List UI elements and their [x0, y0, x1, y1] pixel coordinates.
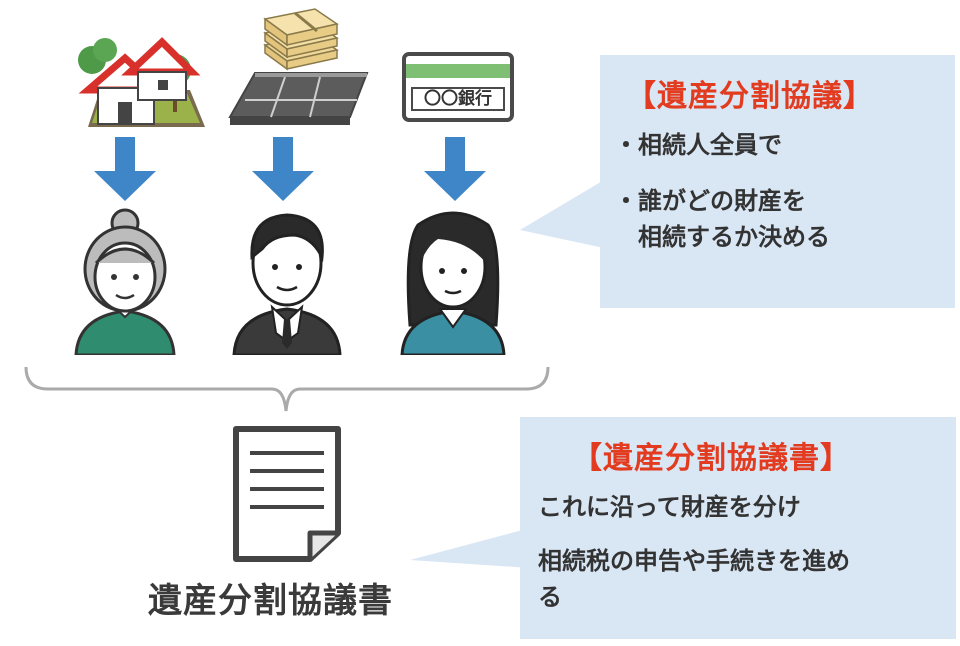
bubble-line: ・誰がどの財産を	[614, 187, 806, 215]
bubble-title: 【遺産分割協議】	[626, 79, 874, 114]
woman-avatar	[400, 211, 506, 355]
bubble-line: これに沿って財産を分け	[538, 493, 801, 521]
bubble-line: る	[538, 583, 562, 611]
bubble-line: ・相続人全員で	[614, 131, 782, 159]
man-avatar	[232, 213, 342, 355]
bubble-title: 【遺産分割協議書】	[572, 441, 851, 476]
bank-card-label: 〇〇銀行	[424, 89, 492, 109]
bubble-line: 相続するか決める	[614, 223, 830, 251]
curly-brace	[24, 366, 550, 412]
bank-card-icon	[402, 52, 514, 122]
house-icon	[78, 37, 205, 127]
speech-bubble-discussion: 【遺産分割協議】 ・相続人全員で ・誰がどの財産を 相続するか決める	[600, 55, 955, 308]
bubble-pointer	[520, 180, 604, 248]
bubble-pointer	[410, 528, 530, 568]
down-arrow-icon	[94, 137, 156, 201]
down-arrow-icon	[252, 137, 314, 201]
document-label: 遺産分割協議書	[148, 581, 393, 621]
speech-bubble-agreement: 【遺産分割協議書】 これに沿って財産を分け 相続税の申告や手続きを進め る	[520, 417, 956, 639]
down-arrow-icon	[424, 137, 486, 201]
document-icon	[233, 426, 341, 562]
bubble-line: 相続税の申告や手続きを進め	[538, 547, 850, 575]
grandmother-avatar	[74, 208, 176, 355]
money-land-icon	[228, 8, 369, 125]
